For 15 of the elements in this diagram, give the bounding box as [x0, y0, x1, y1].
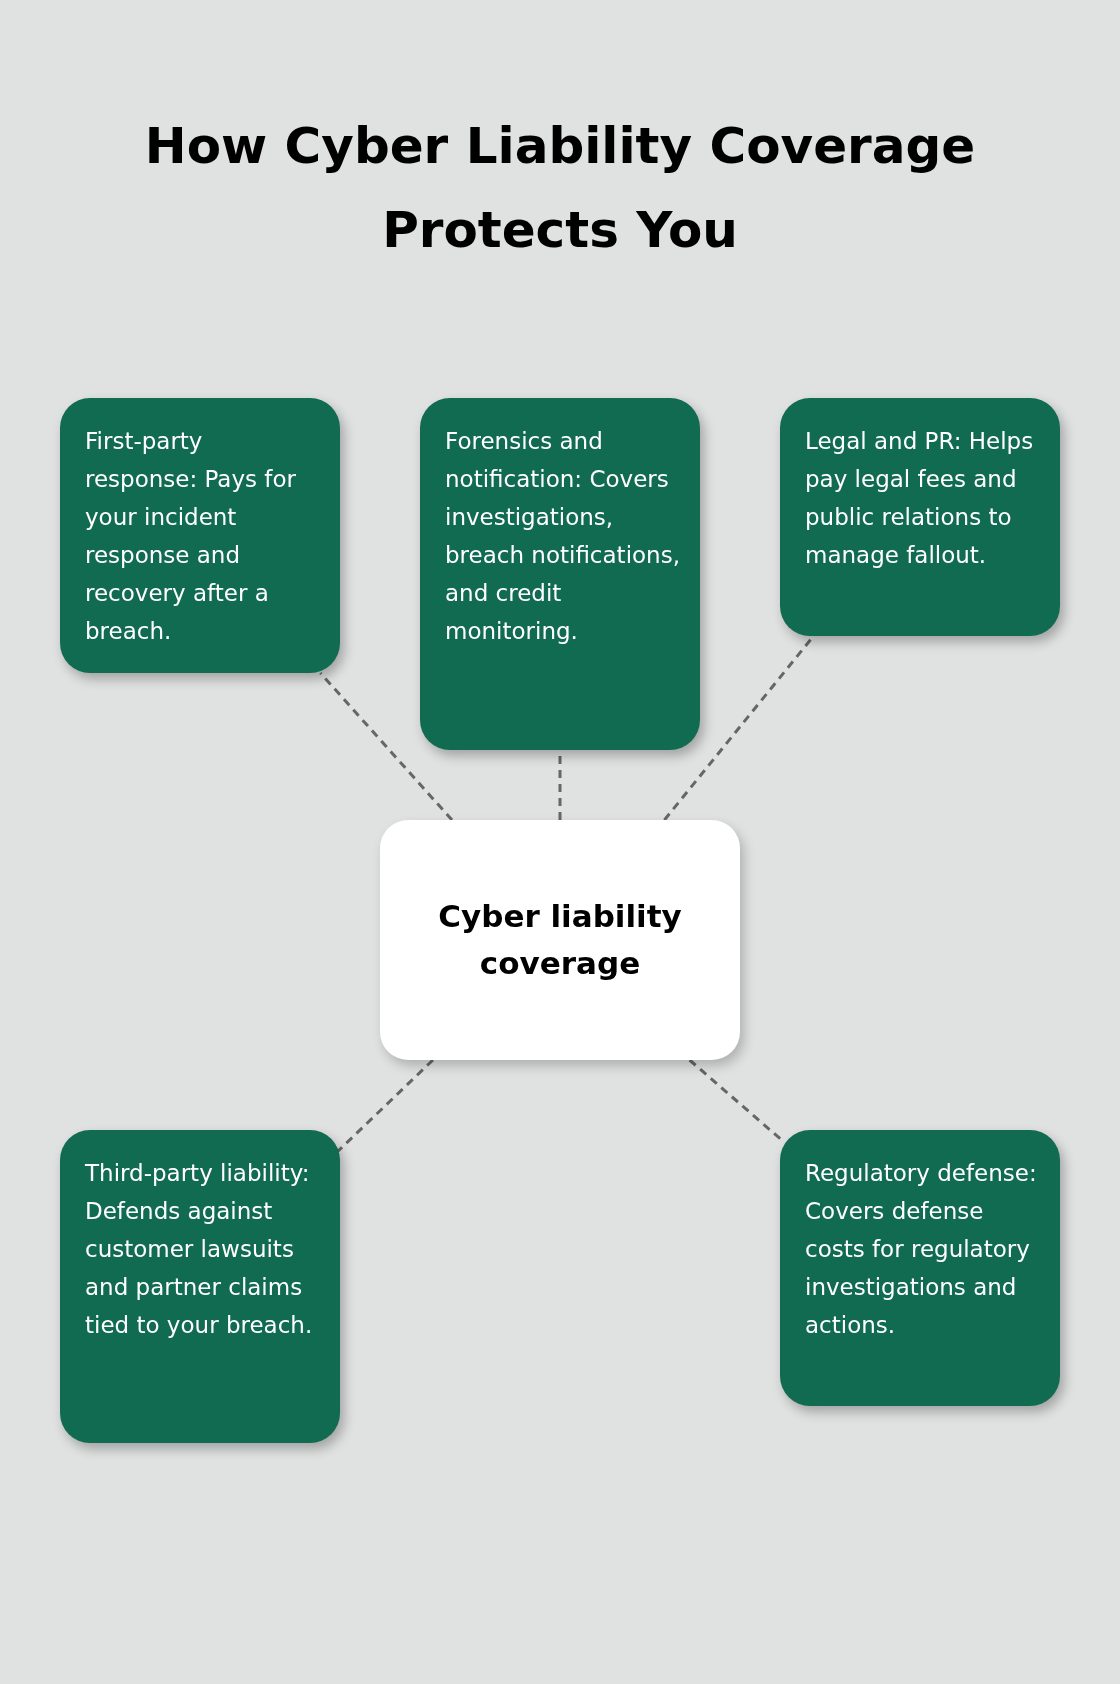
central-card — [380, 820, 740, 1060]
card-text: Third-party liability: Defends against customer lawsuits and partner claims tied to your breach. — [85, 1159, 314, 1340]
dashed-connector — [336, 1058, 434, 1153]
center-label: Cyber liability coverage — [437, 897, 683, 983]
info-card — [780, 398, 1060, 636]
card-text: First-party response: Pays for your incident response and recovery after a breach. — [85, 427, 297, 646]
info-card — [420, 398, 700, 750]
dashed-connector — [319, 672, 454, 821]
info-card — [780, 1130, 1060, 1406]
info-card — [60, 1130, 340, 1443]
card-text: Forensics and notification: Covers investigations, breach notifications, and credit monitoring. — [445, 427, 680, 646]
card-text: Legal and PR: Helps pay legal fees and public relations to manage fallout. — [805, 427, 1035, 570]
info-card — [60, 398, 340, 673]
title: How Cyber Liability Coverage Protects You — [143, 116, 977, 261]
card-text: Regulatory defense: Covers defense costs for regulatory investigations and actions. — [805, 1159, 1038, 1340]
